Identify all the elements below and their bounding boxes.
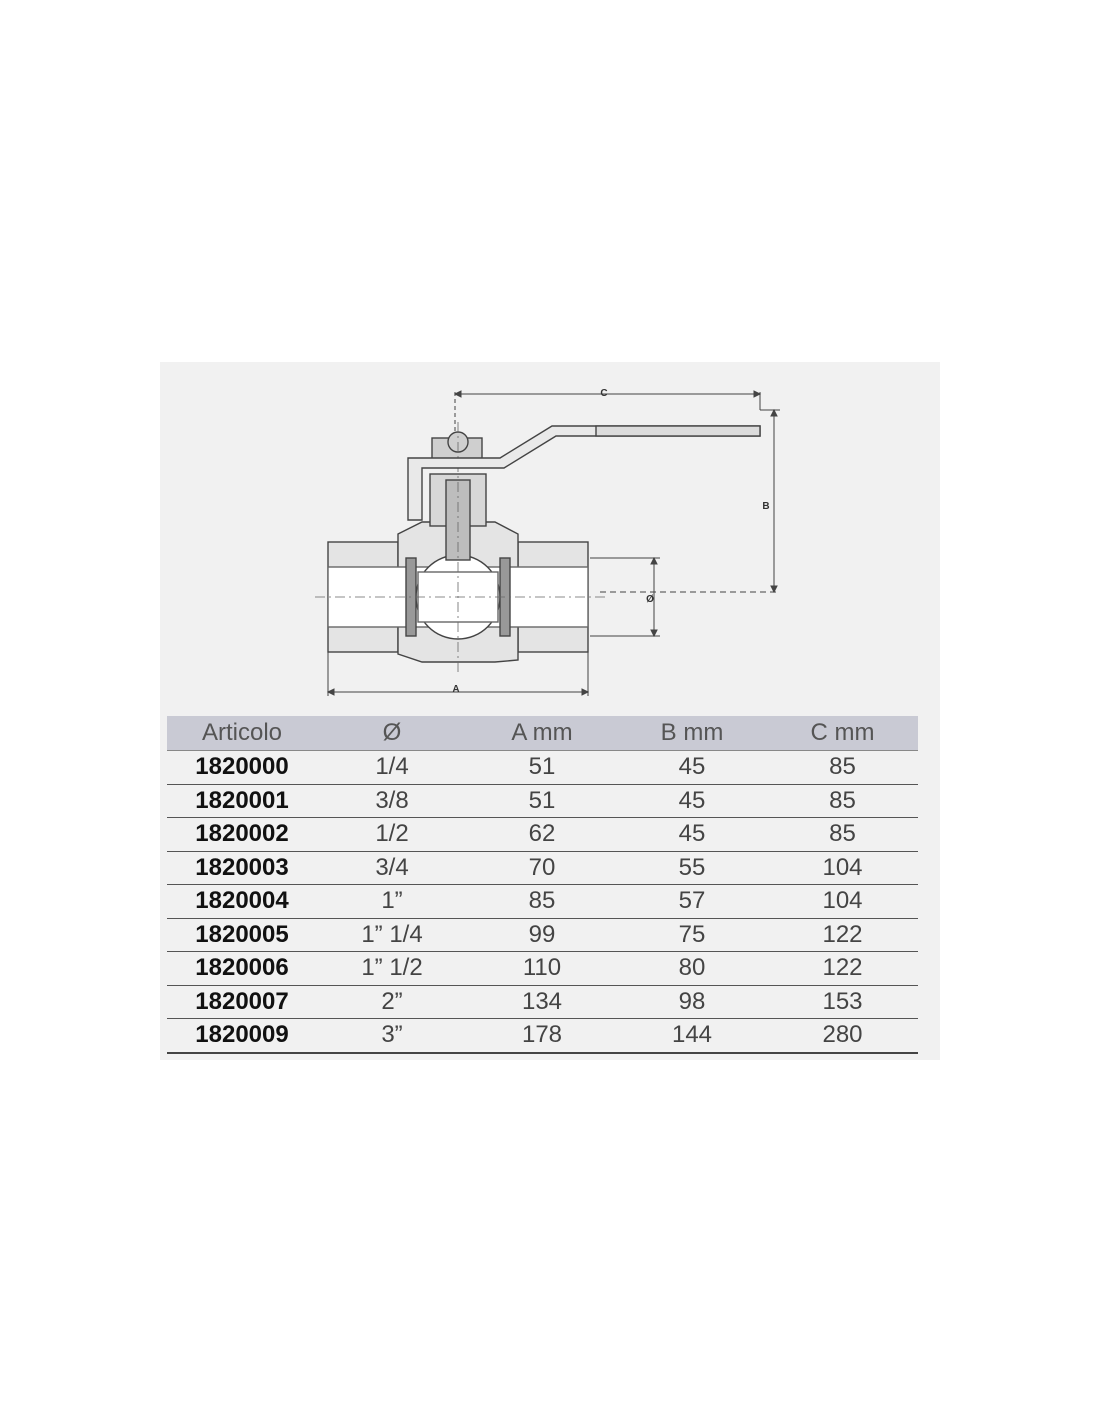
a-mm-cell: 51 <box>467 750 617 785</box>
a-mm-cell: 178 <box>467 1018 617 1054</box>
article-code: 1820006 <box>167 951 317 986</box>
article-code: 1820002 <box>167 817 317 852</box>
diameter-cell: 1/4 <box>317 750 467 785</box>
table-row: 1820002 1/2 62 45 85 <box>167 817 918 852</box>
article-code: 1820007 <box>167 985 317 1019</box>
table-row: 1820004 1” 85 57 104 <box>167 884 918 919</box>
c-mm-cell: 85 <box>767 817 918 852</box>
b-mm-cell: 45 <box>617 817 767 852</box>
table-row: 1820001 3/8 51 45 85 <box>167 784 918 818</box>
table-row: 1820005 1” 1/4 99 75 122 <box>167 918 918 952</box>
header-c-mm: C mm <box>767 716 918 751</box>
table-row: 1820003 3/4 70 55 104 <box>167 851 918 885</box>
c-mm-cell: 85 <box>767 784 918 818</box>
a-mm-cell: 99 <box>467 918 617 952</box>
c-mm-cell: 85 <box>767 750 918 785</box>
header-articolo: Articolo <box>167 716 317 751</box>
diameter-cell: 1/2 <box>317 817 467 852</box>
table-row: 1820007 2” 134 98 153 <box>167 985 918 1019</box>
article-code: 1820004 <box>167 884 317 919</box>
b-mm-cell: 144 <box>617 1018 767 1054</box>
diameter-cell: 1” 1/2 <box>317 951 467 986</box>
article-code: 1820005 <box>167 918 317 952</box>
table-header-row: Articolo Ø A mm B mm C mm <box>167 716 918 751</box>
b-mm-cell: 45 <box>617 750 767 785</box>
b-mm-cell: 80 <box>617 951 767 986</box>
article-code: 1820009 <box>167 1018 317 1054</box>
c-mm-cell: 104 <box>767 851 918 885</box>
a-mm-cell: 134 <box>467 985 617 1019</box>
diameter-cell: 3” <box>317 1018 467 1054</box>
article-code: 1820003 <box>167 851 317 885</box>
diameter-cell: 1” 1/4 <box>317 918 467 952</box>
dimension-c-label: C <box>600 388 607 399</box>
dimension-diameter-label: Ø <box>646 594 654 605</box>
a-mm-cell: 62 <box>467 817 617 852</box>
b-mm-cell: 75 <box>617 918 767 952</box>
header-a-mm: A mm <box>467 716 617 751</box>
b-mm-cell: 98 <box>617 985 767 1019</box>
ball-valve-drawing: C B Ø A <box>315 388 780 696</box>
dimension-diameter <box>590 556 660 638</box>
article-code: 1820001 <box>167 784 317 818</box>
c-mm-cell: 280 <box>767 1018 918 1054</box>
header-b-mm: B mm <box>617 716 767 751</box>
spec-sheet: C B Ø A <box>160 362 940 1060</box>
dimension-c <box>453 390 762 442</box>
b-mm-cell: 55 <box>617 851 767 885</box>
diameter-cell: 1” <box>317 884 467 919</box>
c-mm-cell: 153 <box>767 985 918 1019</box>
diameter-cell: 3/4 <box>317 851 467 885</box>
dimension-a-label: A <box>452 684 459 695</box>
c-mm-cell: 104 <box>767 884 918 919</box>
table-row: 1820009 3” 178 144 280 <box>167 1018 918 1054</box>
dimension-a <box>326 652 590 696</box>
c-mm-cell: 122 <box>767 918 918 952</box>
b-mm-cell: 57 <box>617 884 767 919</box>
a-mm-cell: 85 <box>467 884 617 919</box>
b-mm-cell: 45 <box>617 784 767 818</box>
header-diameter: Ø <box>317 716 467 751</box>
diameter-cell: 3/8 <box>317 784 467 818</box>
table-row: 1820006 1” 1/2 110 80 122 <box>167 951 918 986</box>
dimension-b <box>600 408 780 594</box>
a-mm-cell: 110 <box>467 951 617 986</box>
a-mm-cell: 70 <box>467 851 617 885</box>
valve-handle <box>407 425 761 521</box>
a-mm-cell: 51 <box>467 784 617 818</box>
spec-table: Articolo Ø A mm B mm C mm 1820000 1/4 51… <box>167 716 918 1054</box>
article-code: 1820000 <box>167 750 317 785</box>
dimension-b-label: B <box>762 501 769 512</box>
diameter-cell: 2” <box>317 985 467 1019</box>
table-row: 1820000 1/4 51 45 85 <box>167 750 918 785</box>
c-mm-cell: 122 <box>767 951 918 986</box>
